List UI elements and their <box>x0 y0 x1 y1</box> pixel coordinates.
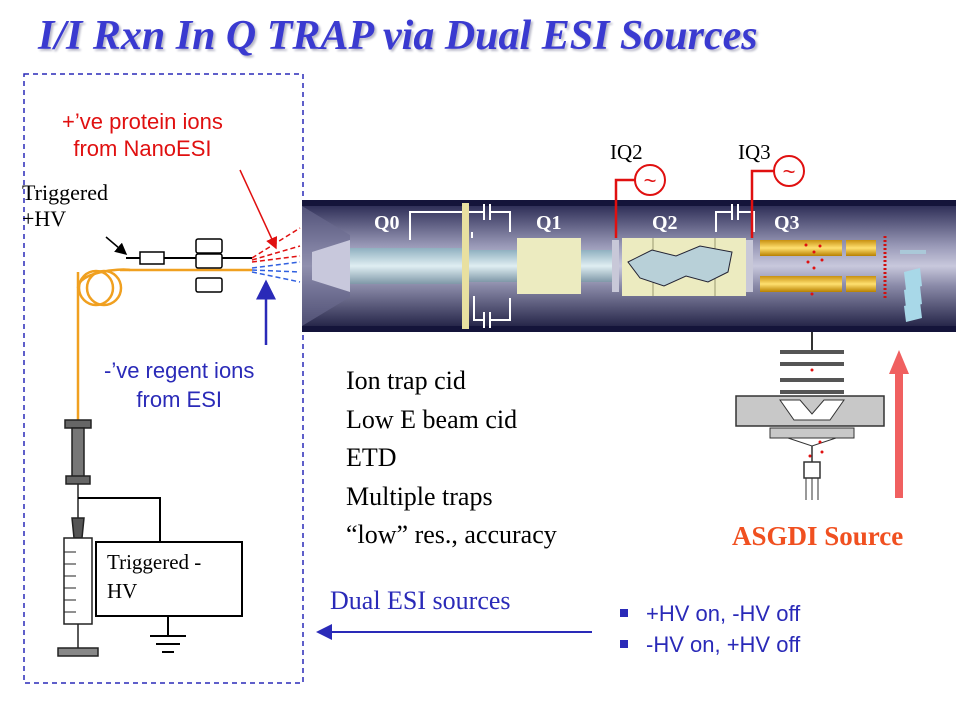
slide-title: I/I Rxn In Q TRAP via Dual ESI Sources <box>38 13 758 59</box>
iq2-ac-source <box>614 164 666 238</box>
triggered-pointer <box>105 236 128 255</box>
iq2-ac-symbol: ~ <box>644 168 657 193</box>
method-item: “low” res., accuracy <box>346 520 557 549</box>
bullet-square-icon <box>620 609 628 618</box>
regent-ions-label: -’ve regent ions from ESI <box>104 356 254 414</box>
iq2-label: IQ2 <box>610 140 643 164</box>
ion-spray <box>251 227 301 283</box>
iq3-ac-source <box>750 155 805 238</box>
capillary <box>76 268 252 420</box>
iq3-ac-symbol: ~ <box>783 159 796 184</box>
syringe <box>57 419 99 657</box>
hv-wiring <box>78 497 186 653</box>
bullet-square-icon <box>620 640 628 649</box>
triggered-minus-hv-label: Triggered - HV <box>107 548 201 606</box>
regent-ions-label-line1: -’ve regent ions <box>104 358 255 383</box>
protein-pointer <box>239 169 278 250</box>
protein-ions-label-line2: from NanoESI <box>73 136 212 161</box>
q3-label: Q3 <box>774 212 800 234</box>
protein-ions-label-line1: +’ve protein ions <box>62 109 223 134</box>
bullet-item: +HV on, -HV off <box>620 598 800 629</box>
asgdi-source <box>735 332 885 500</box>
triggered-plus-hv-label: Triggered +HV <box>22 180 108 232</box>
q0-circuit <box>409 204 755 328</box>
q1-label: Q1 <box>536 212 562 234</box>
method-item: Multiple traps <box>346 481 493 511</box>
dual-esi-enclosure <box>23 73 304 684</box>
method-item: Ion trap cid <box>346 366 466 395</box>
asgdi-source-label: ASGDI Source <box>732 521 904 551</box>
triggered-hv-box <box>95 541 243 617</box>
q0-label: Q0 <box>374 212 400 234</box>
bullet-item: -HV on, +HV off <box>620 629 800 660</box>
triggered-plus-hv-line2: +HV <box>22 206 67 231</box>
triggered-minus-hv-line2: HV <box>107 579 138 603</box>
q2-label: Q2 <box>652 212 678 234</box>
iq3-label: IQ3 <box>738 140 771 164</box>
asgdi-arrow <box>889 350 909 498</box>
bullet-text: -HV on, +HV off <box>646 632 801 657</box>
triggered-plus-hv-line1: Triggered <box>22 180 108 205</box>
hv-bullet-list: +HV on, -HV off -HV on, +HV off <box>620 598 800 660</box>
triggered-minus-hv-line1: Triggered - <box>107 550 202 574</box>
dual-esi-label: Dual ESI sources <box>330 586 511 615</box>
detector <box>904 268 922 322</box>
method-item: Low E beam cid <box>346 404 518 434</box>
vacuum-chamber <box>302 200 956 332</box>
methods-list: Ion trap cid Low E beam cid ETD Multiple… <box>346 362 557 555</box>
protein-ions-label: +’ve protein ions from NanoESI <box>62 108 223 162</box>
bullet-text: +HV on, -HV off <box>646 601 801 626</box>
nanoesi-emitter <box>126 238 252 293</box>
regent-ions-label-line2: from ESI <box>136 387 222 412</box>
method-item: ETD <box>346 443 397 472</box>
